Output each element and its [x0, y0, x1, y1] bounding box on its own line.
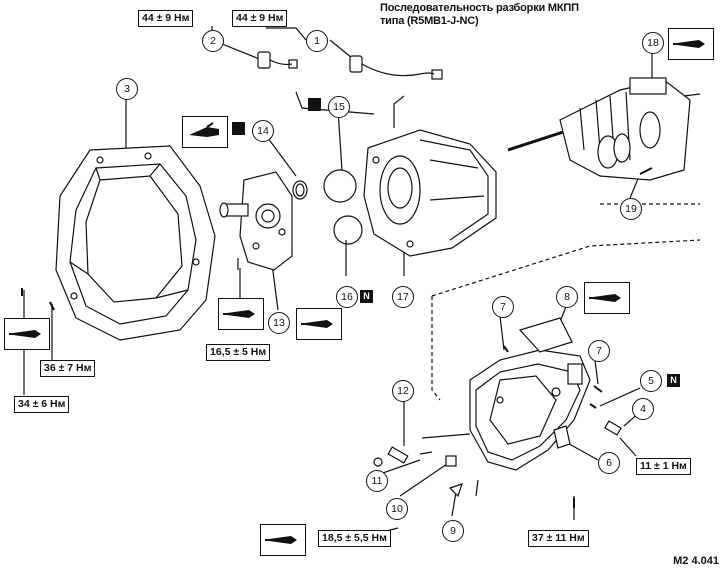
grease-gun-icon — [182, 116, 228, 148]
leader-sensor — [295, 91, 375, 115]
new-part-badge-16: N — [360, 290, 373, 303]
leader-case — [393, 95, 405, 128]
leader-11 — [379, 459, 421, 475]
bracket-6 — [553, 425, 571, 449]
callout-17: 17 — [392, 286, 414, 308]
bolt-head-12 — [373, 457, 383, 467]
new-part-badge-5: N — [667, 374, 680, 387]
assembly-dash-1 — [431, 296, 441, 401]
callout-3: 3 — [116, 78, 138, 100]
torque-bolt-10: 18,5 ± 5,5 Нм — [318, 530, 391, 547]
sealant-tube-icon — [218, 298, 264, 330]
title-line-2: типа (R5MB1-J-NC) — [380, 15, 479, 27]
torque-sensor-2: 44 ± 9 Нм — [138, 10, 194, 27]
callout-16: 16 — [336, 286, 358, 308]
leader-9 — [451, 491, 457, 517]
leader-7a — [499, 315, 505, 351]
leader-1 — [266, 27, 307, 41]
gear-train — [507, 77, 701, 181]
square-symbol-icon — [308, 98, 321, 111]
callout-7b: 7 — [588, 340, 610, 362]
clip-9 — [448, 483, 463, 498]
leader-10 — [399, 461, 451, 497]
callout-4: 4 — [632, 398, 654, 420]
ball-5 — [589, 403, 597, 409]
callout-8: 8 — [556, 286, 578, 308]
sealant-tube-icon — [668, 28, 714, 60]
callout-12: 12 — [392, 380, 414, 402]
clutch-housing — [55, 145, 216, 341]
sealant-tube-icon — [296, 308, 342, 340]
pin-11 — [419, 451, 433, 455]
callout-2: 2 — [202, 30, 224, 52]
oil-seal — [292, 180, 308, 200]
pin-19 — [639, 167, 653, 175]
callout-18: 18 — [642, 32, 664, 54]
callout-9: 9 — [442, 520, 464, 542]
callout-14: 14 — [252, 120, 274, 142]
leader-4b — [619, 437, 637, 457]
square-symbol-icon — [232, 122, 245, 135]
snap-ring-15 — [323, 169, 357, 203]
sensor-1 — [349, 55, 443, 80]
assembly-dash-2 — [431, 239, 701, 297]
shift-rod-12 — [387, 446, 409, 464]
sealant-tube-icon — [4, 318, 50, 350]
callout-1: 1 — [306, 30, 328, 52]
torque-plug-4: 11 ± 1 Нм — [636, 458, 691, 475]
figure-code: M2 4.041 — [673, 555, 719, 567]
callout-19: 19 — [620, 198, 642, 220]
leader-dash — [475, 479, 479, 497]
sensor-2 — [257, 51, 298, 69]
leader-1b — [329, 39, 353, 59]
title-line-1: Последовательность разборки МКПП — [380, 2, 579, 14]
callout-13: 13 — [268, 312, 290, 334]
callout-11: 11 — [366, 470, 388, 492]
torque-sensor-1: 44 ± 9 Нм — [232, 10, 288, 27]
control-cover — [518, 317, 573, 353]
bearing-retainer — [219, 171, 293, 271]
sealant-tube-icon — [260, 524, 306, 556]
pin-7b — [593, 385, 603, 393]
snap-ring-16 — [333, 215, 363, 245]
bolt-lower — [49, 301, 55, 311]
sealant-tube-icon — [584, 282, 630, 314]
torque-bell-bolt: 34 ± 6 Нм — [14, 396, 70, 413]
callout-5: 5 — [640, 370, 662, 392]
bolt-10 — [445, 455, 457, 467]
callout-15: 15 — [328, 96, 350, 118]
torque-bolt-6: 37 ± 11 Нм — [528, 530, 589, 547]
callout-10: 10 — [386, 498, 408, 520]
diagram-title: Последовательность разборки МКПП типа (R… — [380, 2, 579, 28]
callout-7a: 7 — [492, 296, 514, 318]
pin-7a — [503, 345, 509, 353]
torque-retainer: 16,5 ± 5 Нм — [206, 344, 271, 361]
leader-5 — [599, 387, 641, 407]
callout-6: 6 — [598, 452, 620, 474]
leader-15 — [337, 109, 343, 171]
torque-bell-lower: 36 ± 7 Нм — [40, 360, 96, 377]
leader-7b — [594, 359, 599, 385]
plug-4 — [604, 420, 622, 436]
transmission-case — [363, 129, 497, 257]
extension-housing — [469, 317, 591, 471]
leader-12b — [421, 433, 471, 439]
